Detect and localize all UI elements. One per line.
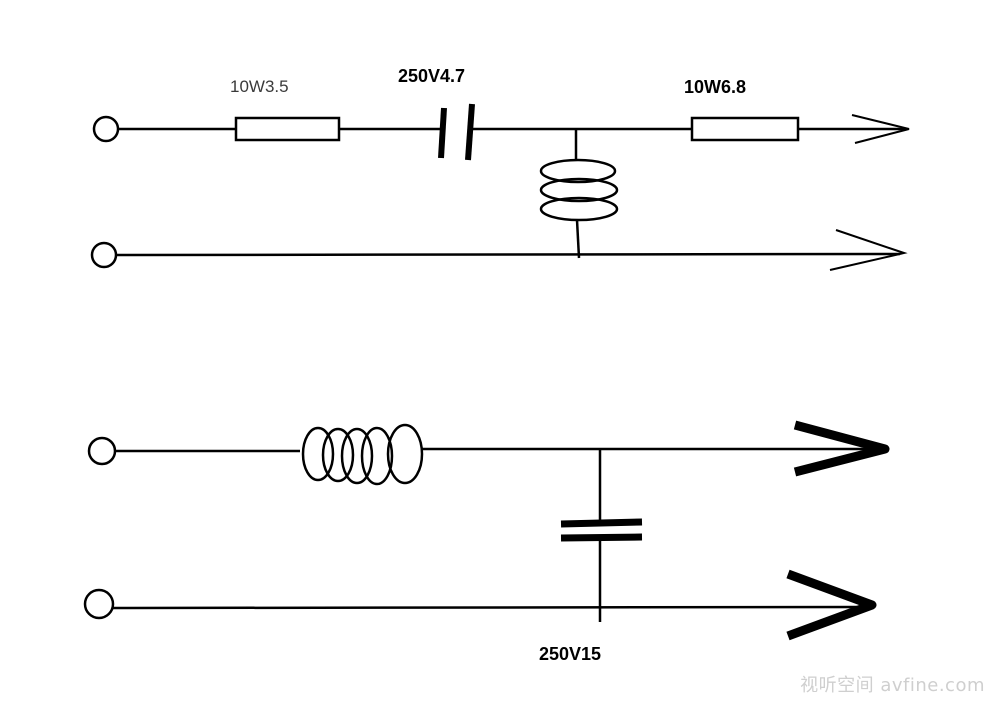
bottom-input-terminal-1 [87,436,117,466]
bottom-circuit [83,420,890,641]
bottom-output-arrow-1 [793,420,890,477]
capacitor-1-label: 250V4.7 [398,66,466,86]
shunt-wire-bottom [575,219,581,259]
resistor-1-label: 10W3.5 [230,77,289,96]
shunt-inductor [539,158,619,222]
top-input-terminal-2 [90,241,118,269]
top-output-arrow-2 [829,229,908,271]
bottom-output-arrow-2 [786,569,877,641]
bottom-ground-wire [112,605,871,610]
top-output-arrow-1 [851,114,910,144]
top-circuit [90,103,910,271]
bottom-input-terminal-2 [83,588,115,620]
resistor-10w3-5 [234,116,341,142]
top-ground-wire [115,252,901,257]
capacitor-250v4-7 [438,103,475,161]
series-inductor [301,423,424,486]
resistor-10w6-8 [690,116,800,142]
capacitor-2-label: 250V15 [539,644,602,664]
resistor-2-label: 10W6.8 [684,77,747,97]
watermark-logo: 视听空间 avfine.com [800,675,985,696]
capacitor-250v15 [560,518,643,542]
top-input-terminal-1 [92,115,120,143]
